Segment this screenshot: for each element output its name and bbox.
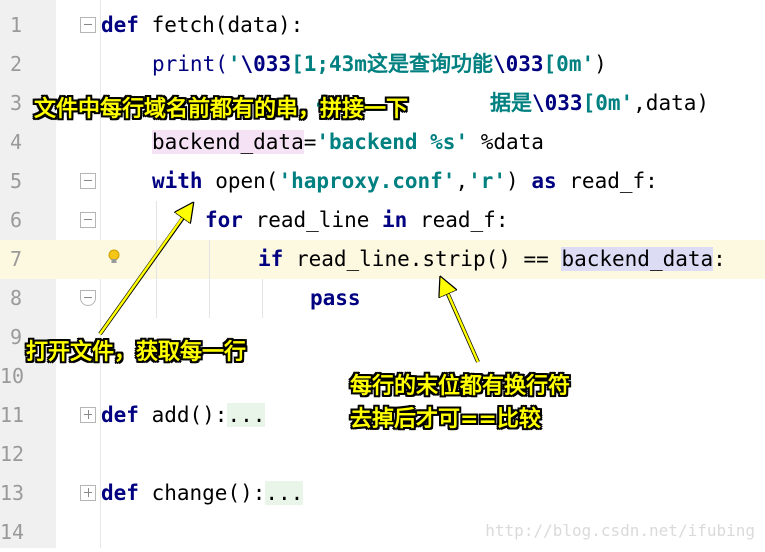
code-line-11[interactable]: def add():... xyxy=(101,403,266,427)
line-number: 5 xyxy=(9,169,22,193)
annotation-right-line1: 每行的末位都有换行符 xyxy=(350,374,571,399)
code-line-3-tail[interactable]: 据是\033[0m',data) xyxy=(490,91,710,115)
line-number: 13 xyxy=(0,481,25,505)
watermark: http://blog.csdn.net/ifubing xyxy=(485,521,755,540)
folded-code-placeholder[interactable]: ... xyxy=(227,403,266,427)
code-line-7[interactable]: if read_line.strip() == backend_data: xyxy=(258,247,726,271)
line-number: 7 xyxy=(9,247,22,271)
fold-toggle-icon[interactable] xyxy=(80,212,96,228)
code-line-4[interactable]: backend_data='backend %s' %data xyxy=(152,130,544,154)
code-line-3-fragment[interactable]: 4 xyxy=(316,91,329,115)
code-line-14[interactable]: def change():... xyxy=(101,481,304,505)
expand-fold-icon[interactable] xyxy=(80,407,96,423)
line-number: 6 xyxy=(9,208,22,232)
indent-guide xyxy=(156,201,157,318)
annotation-left: 打开文件，获取每一行 xyxy=(26,340,247,365)
indent-guide xyxy=(262,279,263,318)
arrow-to-strip xyxy=(444,285,480,363)
code-line-6[interactable]: for read_line in read_f: xyxy=(205,208,509,232)
variable-highlight: backend_data xyxy=(152,130,304,154)
line-number: 4 xyxy=(9,130,22,154)
code-line-1[interactable]: def fetch(data): xyxy=(101,13,304,37)
folded-code-placeholder[interactable]: ... xyxy=(265,481,304,505)
line-number: 14 xyxy=(0,520,25,544)
line-number: 1 xyxy=(9,13,22,37)
fold-toggle-icon[interactable] xyxy=(80,17,96,33)
code-line-5[interactable]: with open('haproxy.conf','r') as read_f: xyxy=(152,169,658,193)
arrow-to-open xyxy=(98,210,188,335)
line-number: 12 xyxy=(0,442,25,466)
fold-toggle-icon[interactable] xyxy=(80,173,96,189)
indent-guide xyxy=(209,240,210,318)
annotation-right-line2: 去掉后才可==比较 xyxy=(350,407,541,432)
line-number: 11 xyxy=(0,403,25,427)
fold-end-icon[interactable] xyxy=(80,290,96,306)
expand-fold-icon[interactable] xyxy=(80,485,96,501)
code-line-2[interactable]: print('\033[1;43m这是查询功能\033[0m') xyxy=(152,52,607,76)
line-number: 8 xyxy=(9,286,22,310)
code-line-8[interactable]: pass xyxy=(310,286,361,310)
line-number: 10 xyxy=(0,364,25,388)
annotation-top: 文件中每行域名前都有的串，拼接一下 xyxy=(34,97,409,122)
line-number: 2 xyxy=(9,52,22,76)
lightbulb-icon[interactable] xyxy=(108,249,120,265)
line-number: 9 xyxy=(9,325,22,349)
line-number: 3 xyxy=(9,91,22,115)
usage-highlight: backend_data xyxy=(561,247,714,271)
